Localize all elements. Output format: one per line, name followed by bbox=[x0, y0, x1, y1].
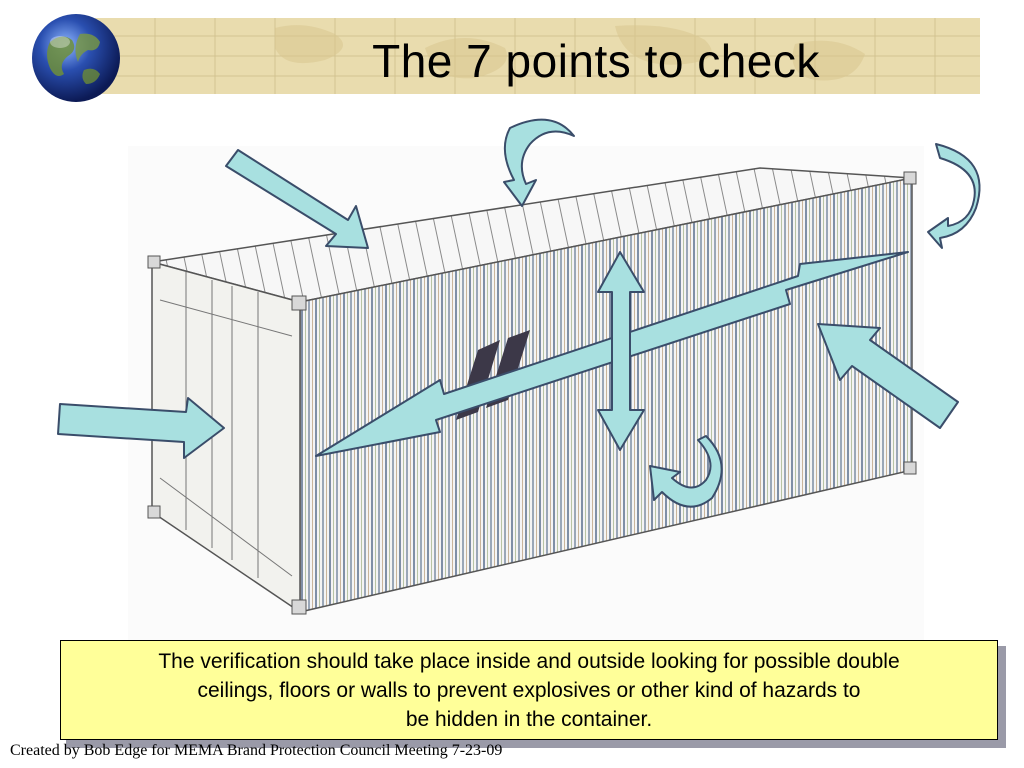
globe-icon bbox=[32, 14, 120, 102]
curved-arrow-icon bbox=[503, 118, 575, 207]
container-corner-castings bbox=[147, 171, 917, 615]
container-door-details bbox=[159, 272, 293, 578]
map-grid-decoration bbox=[95, 18, 980, 94]
footer-credit: Created by Bob Edge for MEMA Brand Prote… bbox=[10, 742, 503, 759]
slide-title: The 7 points to check bbox=[372, 35, 820, 87]
header-band bbox=[95, 18, 980, 94]
arrow-icon bbox=[225, 149, 369, 249]
double-arrow-icon bbox=[597, 251, 645, 451]
caption-text: The verification should take place insid… bbox=[69, 647, 989, 734]
caption-box: The verification should take place insid… bbox=[60, 640, 998, 740]
curved-arrow-icon bbox=[927, 143, 981, 249]
arrow-icon bbox=[817, 323, 959, 429]
curved-arrow-icon bbox=[649, 435, 723, 508]
caption-line: The verification should take place insid… bbox=[158, 649, 900, 673]
caption-line: be hidden in the container. bbox=[405, 707, 653, 731]
caption-line: ceilings, floors or walls to prevent exp… bbox=[197, 678, 861, 702]
arrow-icon bbox=[57, 397, 225, 459]
